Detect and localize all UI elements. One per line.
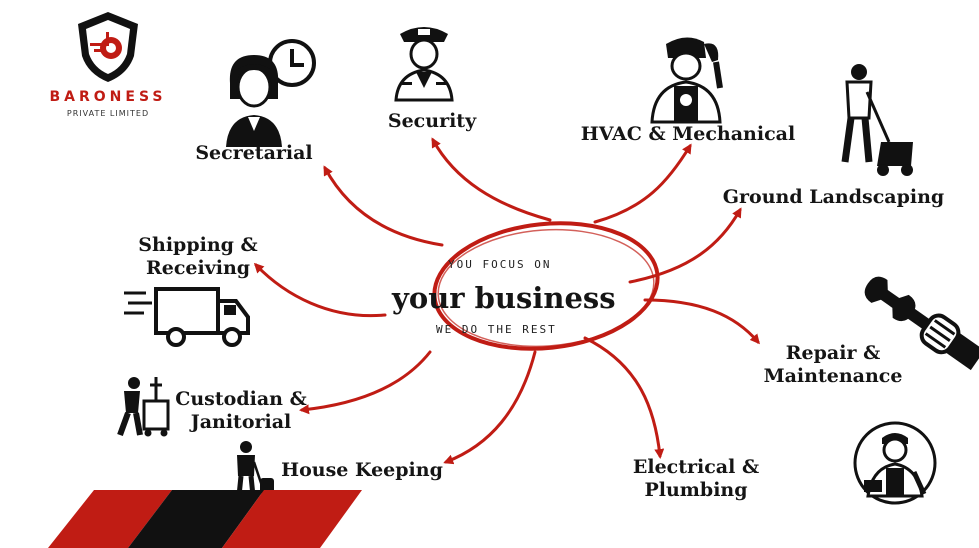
label-repair-maintenance: Repair & Maintenance: [763, 342, 903, 387]
arrow-ground: [628, 207, 742, 284]
label-secretarial: Secretarial: [195, 142, 313, 164]
lawn-mower-man-icon: [841, 64, 913, 176]
label-house-keeping: House Keeping: [281, 459, 443, 481]
label-shipping-receiving: Shipping & Receiving: [138, 234, 258, 279]
arrow-security: [431, 137, 552, 222]
label-ground-landscaping: Ground Landscaping: [722, 186, 945, 208]
arrow-secretarial: [323, 165, 444, 247]
hub-bottom-text: WE DO THE REST: [436, 323, 557, 336]
plumber-icon: [853, 421, 937, 505]
decorative-stripes: [48, 490, 362, 548]
janitor-cart-icon: [117, 377, 170, 437]
arrow-hvac: [593, 143, 692, 224]
wrench-hand-icon: [864, 276, 979, 371]
hub-circle: [432, 221, 660, 351]
arrow-shipping: [253, 262, 387, 318]
shield-logo-icon: [78, 12, 138, 82]
welder-icon: [650, 37, 723, 124]
delivery-truck-icon: [124, 287, 250, 347]
arrow-custodian: [299, 350, 432, 415]
label-electrical-plumbing: Electrical & Plumbing: [632, 456, 760, 501]
secretary-clock-icon: [226, 39, 316, 147]
brand-subtitle: PRIVATE LIMITED: [66, 109, 150, 118]
security-guard-icon: [394, 27, 454, 102]
arrow-electrical: [583, 336, 665, 459]
arrow-repair: [643, 298, 760, 345]
arrow-housekeeping: [443, 350, 537, 465]
label-hvac: HVAC & Mechanical: [580, 123, 796, 145]
hub-main-text: your business: [392, 281, 616, 315]
label-custodian-janitorial: Custodian & Janitorial: [175, 388, 307, 433]
brand-name: BARONESS: [49, 89, 167, 105]
label-security: Security: [387, 110, 477, 132]
hub-top-text: YOU FOCUS ON: [448, 258, 552, 271]
